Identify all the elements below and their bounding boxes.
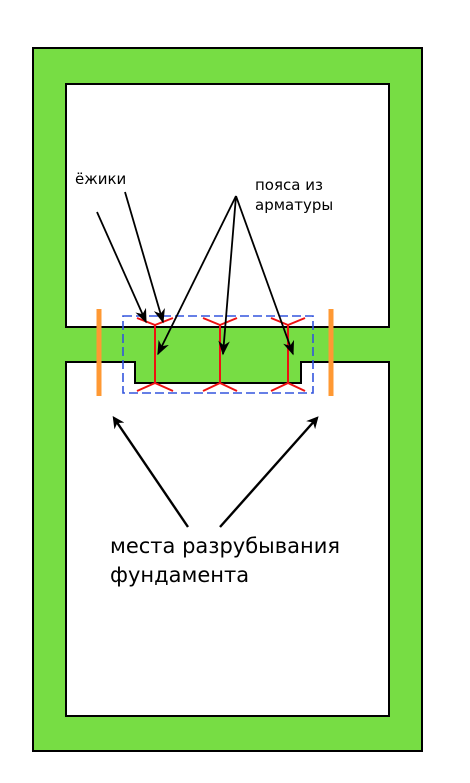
arrow-belts-2: [218, 195, 237, 356]
rebar-belt-frame: [122, 315, 314, 394]
rebar-hedgehog-middle: [202, 317, 238, 392]
label-cut-line1: места разрубывания: [110, 534, 340, 558]
label-belts-line1: пояса из: [255, 176, 323, 194]
arrow-hedgehogs-2: [124, 191, 165, 324]
arrow-cut-left: [112, 416, 189, 528]
arrow-hedgehogs-1: [96, 211, 147, 324]
upper-room: [65, 83, 390, 328]
label-belts-line2: арматуры: [255, 196, 333, 214]
label-hedgehogs: ёжики: [75, 170, 126, 188]
lower-room: [65, 361, 390, 717]
arrow-belts-1: [157, 195, 237, 356]
arrow-belts-3: [235, 195, 295, 356]
arrow-cut-right: [219, 416, 319, 528]
label-cut-line2: фундамента: [110, 563, 249, 587]
